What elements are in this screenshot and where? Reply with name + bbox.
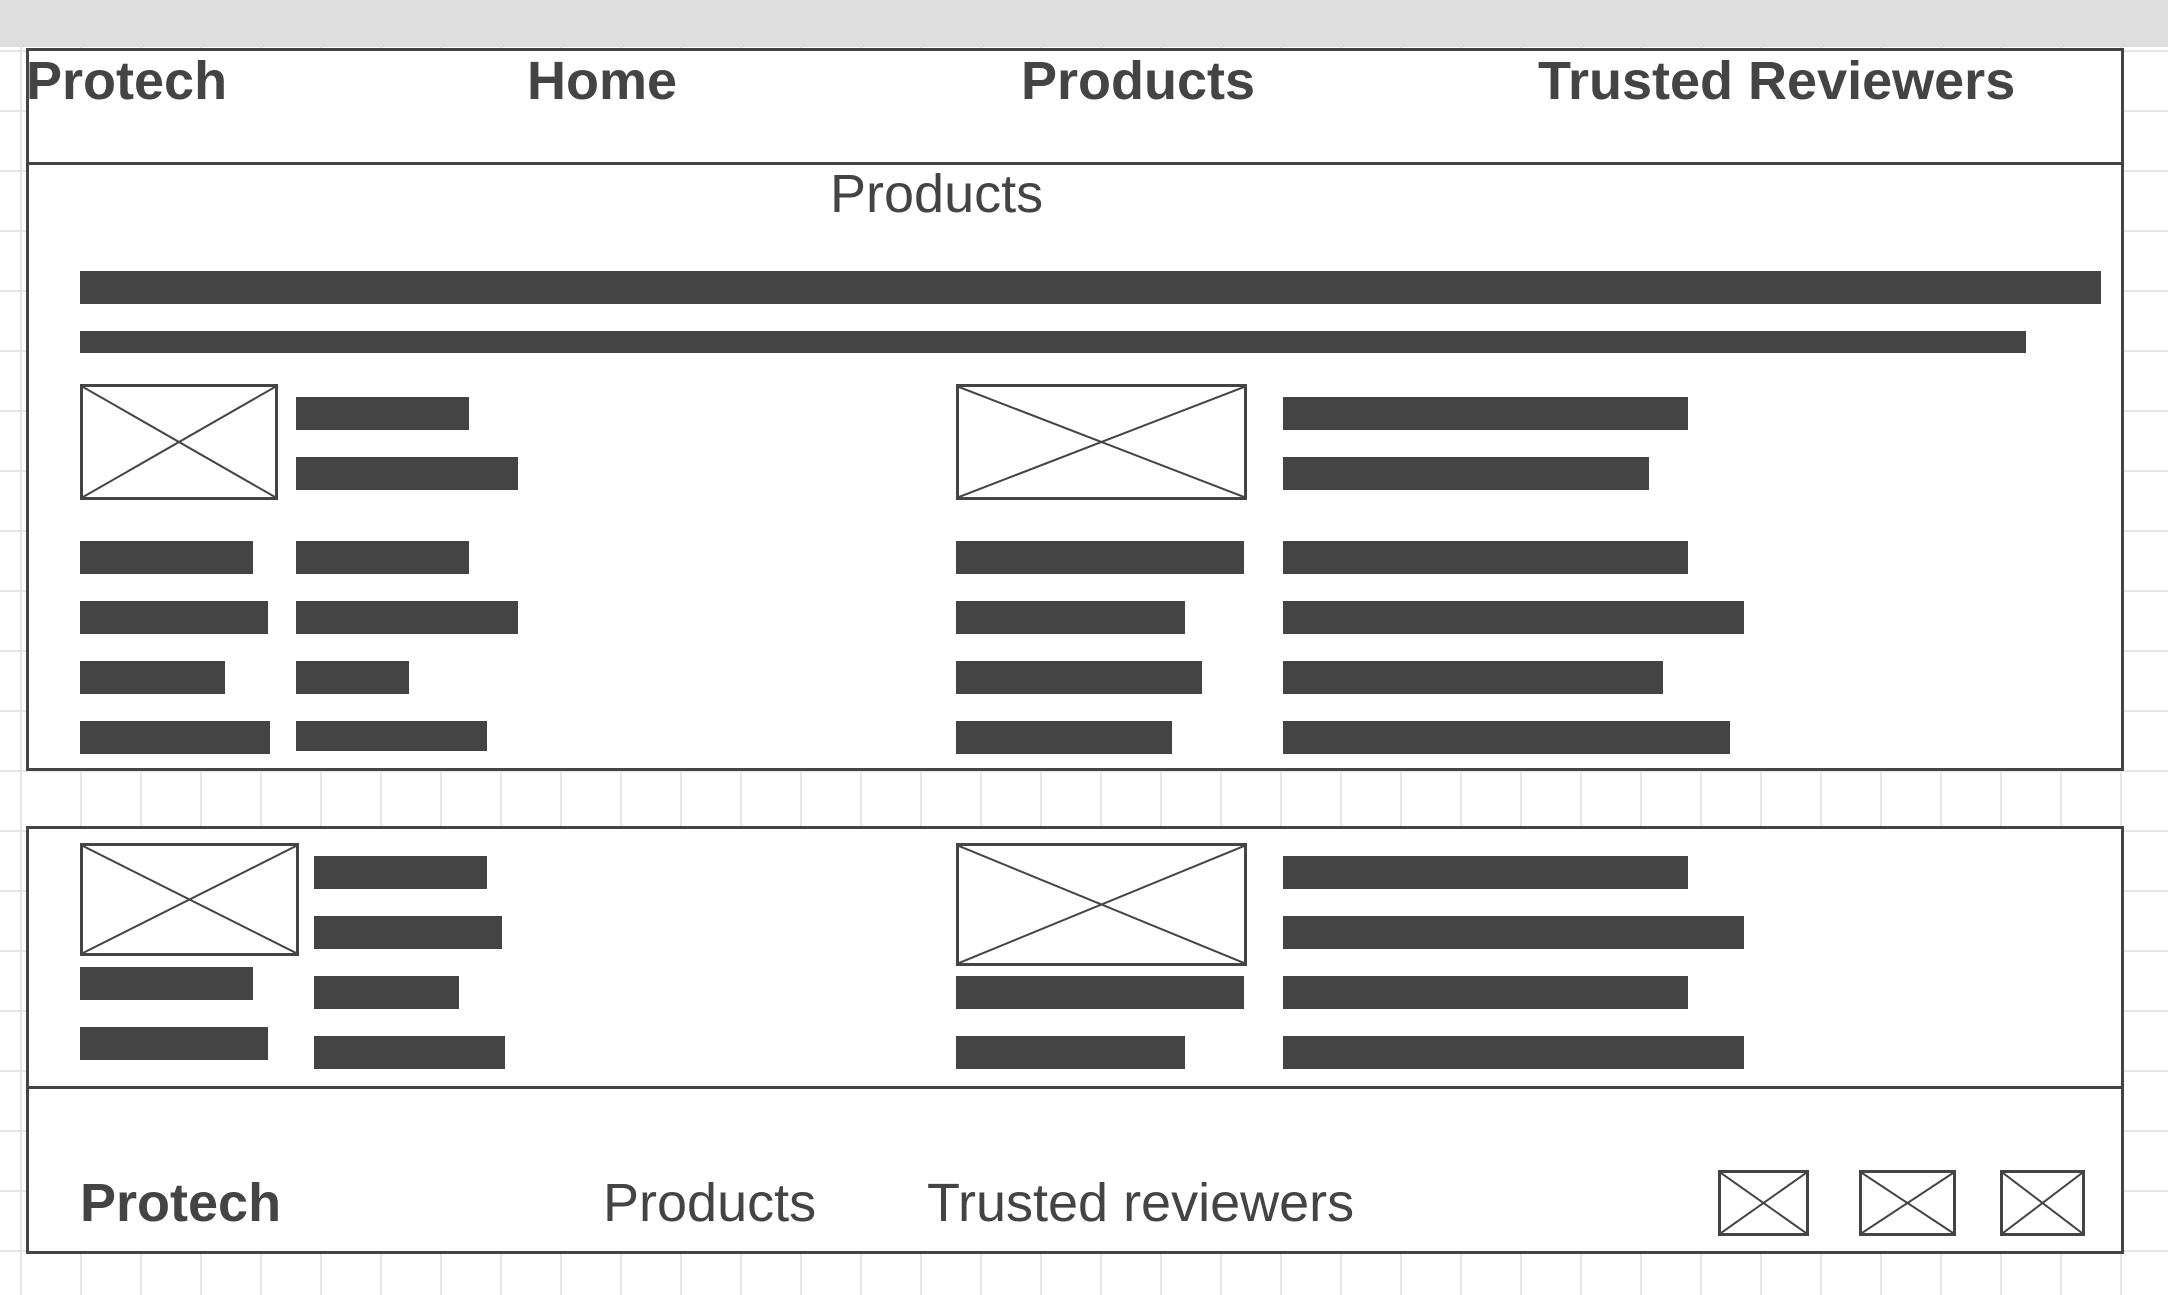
intro-text-line [80,331,2026,353]
spec-value-line [296,541,469,574]
spec-label-line [956,976,1244,1009]
product-image-placeholder [80,384,278,500]
spec-value-line [296,661,409,694]
spec-label-line [956,541,1244,574]
social-icon[interactable] [1718,1170,1809,1236]
canvas-toolbar-strip [0,0,2168,47]
product-image-placeholder [956,843,1247,966]
product-name-line [1283,856,1688,889]
footer-brand[interactable]: Protech [80,1173,282,1233]
nav-home[interactable]: Home [527,51,678,111]
spec-value-line [1283,541,1688,574]
product-text-line [1283,457,1649,490]
spec-label-line [956,601,1185,634]
spec-label-line [80,721,270,754]
spec-label-line [80,1027,268,1060]
section-title: Products [830,164,1044,224]
footer-link-products[interactable]: Products [603,1173,817,1233]
product-text-line [296,457,518,490]
product-text-line [314,916,502,949]
spec-value-line [1283,721,1730,754]
intro-text-line [80,271,2101,304]
product-name-line [1283,397,1688,430]
spec-label-line [956,721,1172,754]
spec-label-line [80,541,253,574]
spec-label-line [80,967,253,1000]
footer-link-trusted-reviewers[interactable]: Trusted reviewers [927,1173,1355,1233]
header [26,48,2124,166]
product-name-line [314,856,487,889]
product-image-placeholder [80,843,299,956]
product-name-line [296,397,469,430]
social-icon[interactable] [2000,1170,2085,1236]
spec-value-line [1283,661,1663,694]
spec-value-line [1283,1036,1744,1069]
spec-value-line [296,721,487,751]
header-brand[interactable]: Protech [26,51,228,111]
spec-label-line [956,661,1202,694]
spec-value-line [1283,976,1688,1009]
product-text-line [1283,916,1744,949]
product-image-placeholder [956,384,1247,500]
nav-products[interactable]: Products [1021,51,1256,111]
social-icon[interactable] [1859,1170,1956,1236]
spec-label-line [956,1036,1185,1069]
spec-label-line [80,661,225,694]
spec-label-line [80,601,268,634]
spec-value-line [314,1036,505,1069]
spec-value-line [314,976,459,1009]
spec-value-line [296,601,518,634]
nav-trusted-reviewers[interactable]: Trusted Reviewers [1538,51,2016,111]
spec-value-line [1283,601,1744,634]
